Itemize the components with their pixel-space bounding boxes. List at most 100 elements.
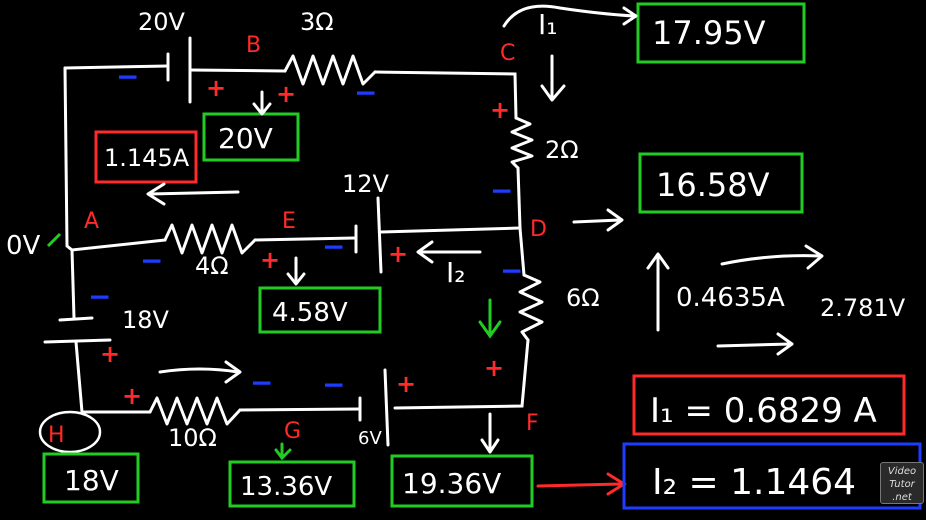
battery-left-long <box>43 338 112 344</box>
minus-sign: − <box>490 174 513 207</box>
label-battery-bottom: 6V <box>358 428 382 449</box>
node-e: E <box>282 209 296 234</box>
plus-sign: + <box>396 370 416 398</box>
videotutor-logo: Video Tutor .net <box>880 462 924 504</box>
node-c: C <box>500 41 515 66</box>
wire-bottom-mid <box>238 407 362 412</box>
box-c-frame <box>636 2 806 64</box>
arrow-i1-down <box>540 54 566 102</box>
resistors <box>148 54 544 426</box>
minus-sign: − <box>140 244 163 277</box>
box-f-frame <box>390 454 534 508</box>
label-battery-left: 18V <box>122 306 170 334</box>
result-i1-value: I₁ = 0.6829 A <box>650 391 877 431</box>
arrow-top-curve <box>502 4 636 28</box>
battery-bottom-long <box>383 368 390 447</box>
arrow-right-upper <box>720 244 824 270</box>
mid-current-label: 0.4635A <box>676 283 785 313</box>
minus-sign: − <box>116 60 139 93</box>
wire-right-low <box>393 338 530 410</box>
label-resistor-bottom: 10Ω <box>168 424 217 452</box>
label-resistor-right-lower: 6Ω <box>566 284 600 312</box>
arrow-to-result <box>536 472 627 496</box>
current-box-frame <box>94 130 198 184</box>
box-h-frame <box>42 452 140 504</box>
resistor-right-lower <box>518 273 544 342</box>
wire-mid-right <box>253 236 357 242</box>
minus-sign: − <box>250 366 273 399</box>
node-h-circle <box>38 410 102 454</box>
node-g: G <box>284 419 301 444</box>
wire-top-left <box>63 64 170 70</box>
ground-label: 0V <box>6 231 41 261</box>
minus-sign: − <box>88 280 111 313</box>
arrow-top-curve-head <box>622 6 638 26</box>
minus-signs: − − − − − − − − − <box>88 60 523 401</box>
box-d-value: 16.58V <box>656 166 770 204</box>
node-f: F <box>526 411 539 436</box>
arrow-e-down <box>286 256 306 286</box>
wire-top-mid <box>188 68 287 73</box>
box-g-frame <box>228 460 356 508</box>
arrow-b-down <box>252 90 272 116</box>
label-battery-top: 20V <box>138 8 186 36</box>
plus-signs: + + + + + + + + + <box>100 74 510 410</box>
node-labels: B C A E D G F H <box>48 33 547 448</box>
node-d: D <box>530 217 547 242</box>
i2-label: I₂ <box>446 256 465 289</box>
component-labels: 20V 3Ω 2Ω 12V 4Ω 6Ω 18V 10Ω 6V <box>122 8 600 452</box>
arrow-up <box>646 252 670 332</box>
plus-sign: + <box>122 382 142 410</box>
resistor-right-upper <box>510 116 534 170</box>
battery-mid-long <box>376 196 383 274</box>
arrow-bottom-right <box>158 360 242 384</box>
voltage-box-frames <box>42 2 806 508</box>
box-h-value: 18V <box>64 464 119 497</box>
wire-left-lower <box>70 248 76 320</box>
current-arrows <box>146 4 824 454</box>
logo-line-3: .net <box>892 492 912 503</box>
logo-line-2: Tutor <box>889 479 915 490</box>
arrow-left <box>146 182 240 206</box>
arrow-g-green <box>274 442 292 461</box>
result-i1-frame <box>632 374 906 436</box>
wire-mid-to-d <box>378 226 522 234</box>
plus-sign: + <box>484 354 504 382</box>
plus-sign: + <box>388 240 408 268</box>
node-a: A <box>84 209 99 234</box>
arrow-i2-green <box>478 298 502 339</box>
minus-sign: − <box>354 76 377 109</box>
box-e-frame <box>258 286 382 334</box>
plus-sign: + <box>260 246 280 274</box>
minus-sign: − <box>322 368 345 401</box>
mid-voltage-label: 2.781V <box>820 294 906 322</box>
wire-left-upper <box>63 66 167 252</box>
arrow-right-lower <box>716 332 794 356</box>
ground-check <box>46 232 62 248</box>
green-arrows <box>274 298 502 461</box>
batteries <box>43 36 390 447</box>
logo-line-1: Video <box>887 466 917 477</box>
label-battery-middle: 12V <box>342 170 390 198</box>
box-e-value: 4.58V <box>272 298 348 328</box>
resistor-top <box>283 54 377 86</box>
arrow-d-right <box>572 208 624 232</box>
battery-left-short <box>58 316 94 322</box>
resistor-bottom <box>148 396 242 426</box>
node-b: B <box>246 33 261 58</box>
minus-sign: − <box>322 230 345 263</box>
box-b-frame <box>202 112 300 162</box>
wires <box>63 64 530 414</box>
box-d-frame <box>638 152 804 214</box>
wire-left-bottom <box>74 340 152 414</box>
label-resistor-right-upper: 2Ω <box>545 136 579 164</box>
label-resistor-middle: 4Ω <box>195 252 229 280</box>
current-box-value: 1.145A <box>104 144 190 172</box>
box-g-value: 13.36V <box>240 472 332 502</box>
arrow-i2-left <box>416 240 482 264</box>
plus-sign: + <box>100 340 120 368</box>
voltage-box-values: 20V 17.95V 16.58V 4.58V 18V 13.36V 19.36… <box>64 14 770 502</box>
plus-sign: + <box>206 74 226 102</box>
arrow-f-down <box>480 412 500 454</box>
